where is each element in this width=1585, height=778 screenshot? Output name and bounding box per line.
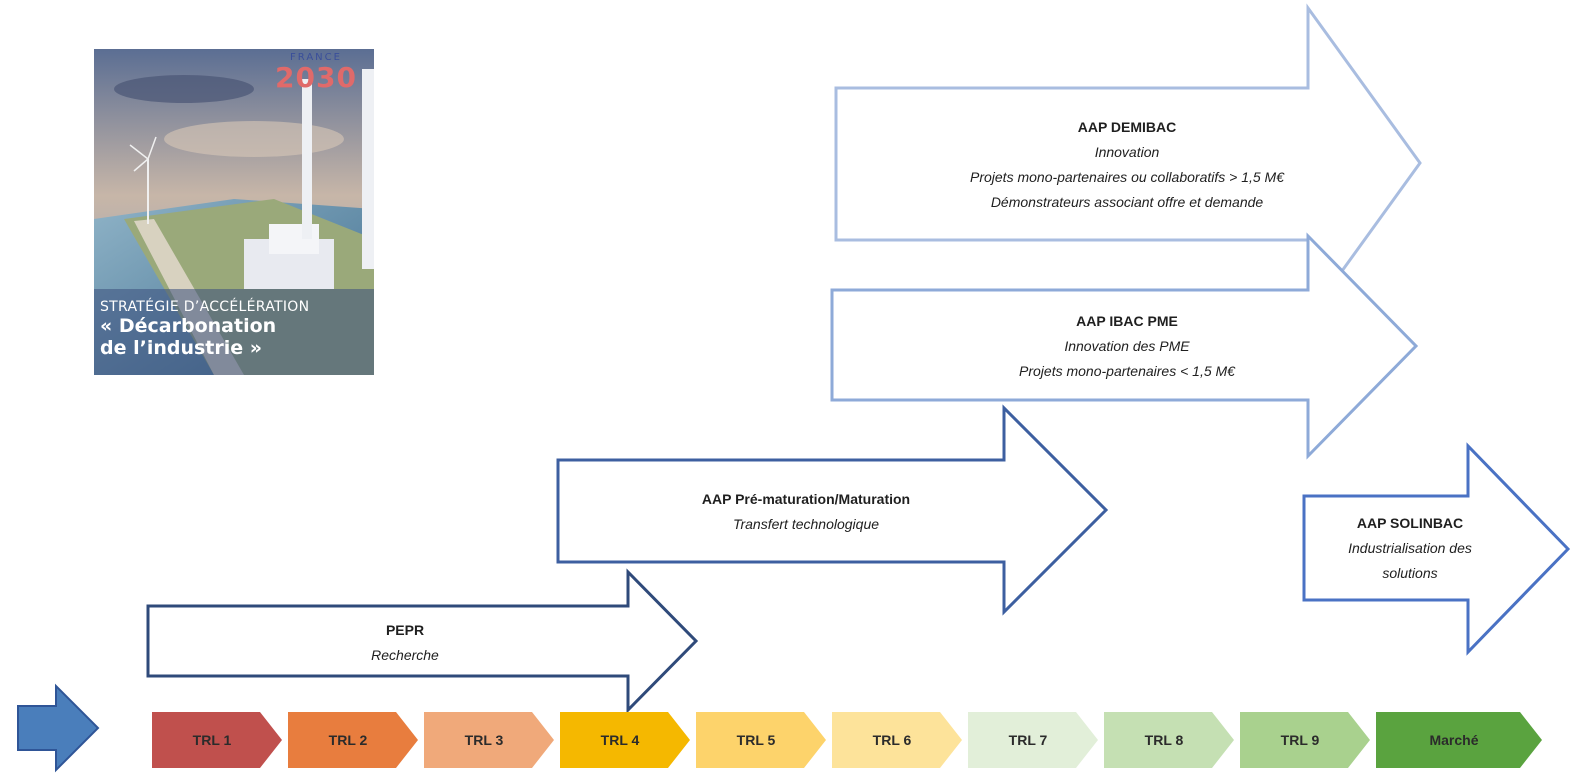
trl-label: TRL 9 [1281, 732, 1320, 748]
trl-label: Marché [1429, 732, 1478, 748]
trl-chevron [1240, 712, 1370, 768]
logo-number: 2030 [275, 61, 357, 94]
pointer-arrow-icon [17, 683, 100, 773]
program-line-maturation: Transfert technologique [733, 516, 879, 532]
arrow-ibac-pme [830, 232, 1419, 460]
cover-kicker: STRATÉGIE D’ACCÉLÉRATION [100, 299, 310, 315]
program-line-ibac-pme: Innovation des PME [1064, 338, 1190, 354]
program-title-pepr: PEPR [386, 622, 424, 638]
trl-chevron [288, 712, 418, 768]
trl-chevron [1376, 712, 1542, 768]
program-line-ibac-pme: Projets mono-partenaires < 1,5 M€ [1019, 363, 1236, 379]
trl-chevron [424, 712, 554, 768]
trl-chevron [968, 712, 1098, 768]
trl-label: TRL 1 [193, 732, 232, 748]
program-line-demibac: Projets mono-partenaires ou collaboratif… [970, 169, 1285, 185]
trl-label: TRL 8 [1145, 732, 1184, 748]
trl-chevron [152, 712, 282, 768]
program-line-pepr: Recherche [371, 647, 439, 663]
trl-label: TRL 2 [329, 732, 368, 748]
program-title-solinbac: AAP SOLINBAC [1357, 515, 1463, 531]
program-title-demibac: AAP DEMIBAC [1078, 119, 1177, 135]
trl-label: TRL 6 [873, 732, 912, 748]
program-title-maturation: AAP Pré-maturation/Maturation [702, 491, 910, 507]
program-line-solinbac: solutions [1382, 565, 1437, 581]
logo-text: FRANCE [290, 52, 342, 63]
trl-label: TRL 7 [1009, 732, 1048, 748]
trl-label: TRL 3 [465, 732, 504, 748]
arrow-demibac [834, 3, 1422, 323]
program-title-ibac-pme: AAP IBAC PME [1076, 313, 1178, 329]
program-line-demibac: Innovation [1095, 144, 1160, 160]
trl-label: TRL 5 [737, 732, 776, 748]
trl-chevron [832, 712, 962, 768]
trl-label: TRL 4 [601, 732, 640, 748]
arrow-maturation [556, 404, 1109, 616]
arrow-pepr [146, 568, 699, 714]
program-line-demibac: Démonstrateurs associant offre et demand… [991, 194, 1264, 210]
program-line-solinbac: Industrialisation des [1348, 540, 1472, 556]
cover-title-line1: « Décarbonation [100, 315, 277, 337]
france-2030-logo: FRANCE 2030 [266, 52, 366, 96]
trl-chevron [560, 712, 690, 768]
trl-chevron [696, 712, 826, 768]
cover-photo [94, 49, 374, 375]
cover-title-line2: de l’industrie » [100, 337, 263, 359]
trl-chevron [1104, 712, 1234, 768]
arrow-solinbac [1302, 442, 1571, 656]
cover-image: FRANCE 2030 STRATÉGIE D’ACCÉLÉRATION « D… [94, 49, 374, 375]
